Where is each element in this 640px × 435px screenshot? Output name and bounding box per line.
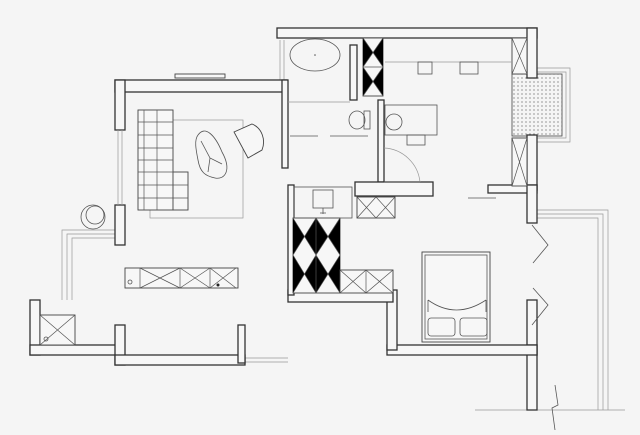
armchair [233, 123, 264, 159]
balcony [511, 67, 571, 143]
coffee-table [195, 130, 228, 179]
bed [421, 251, 491, 343]
bathtub [289, 38, 341, 72]
closet-door [531, 224, 549, 264]
living-room-furniture [80, 109, 264, 230]
toilet [348, 110, 366, 130]
bathroom-fixtures [288, 38, 438, 183]
pillow [427, 317, 456, 337]
exterior-lines [61, 40, 625, 431]
bedroom [421, 224, 549, 343]
door-swing [383, 147, 421, 183]
sink-counter [384, 104, 438, 136]
living-window [117, 73, 226, 205]
break-line [551, 384, 559, 431]
sofa [137, 109, 189, 211]
closet-door [531, 287, 549, 326]
kitchen-sink [312, 189, 334, 209]
cabinets [39, 37, 528, 346]
sink [385, 113, 403, 131]
round-chair [80, 204, 106, 230]
walls [29, 27, 538, 411]
kitchen [293, 61, 512, 219]
pillow [459, 317, 488, 337]
